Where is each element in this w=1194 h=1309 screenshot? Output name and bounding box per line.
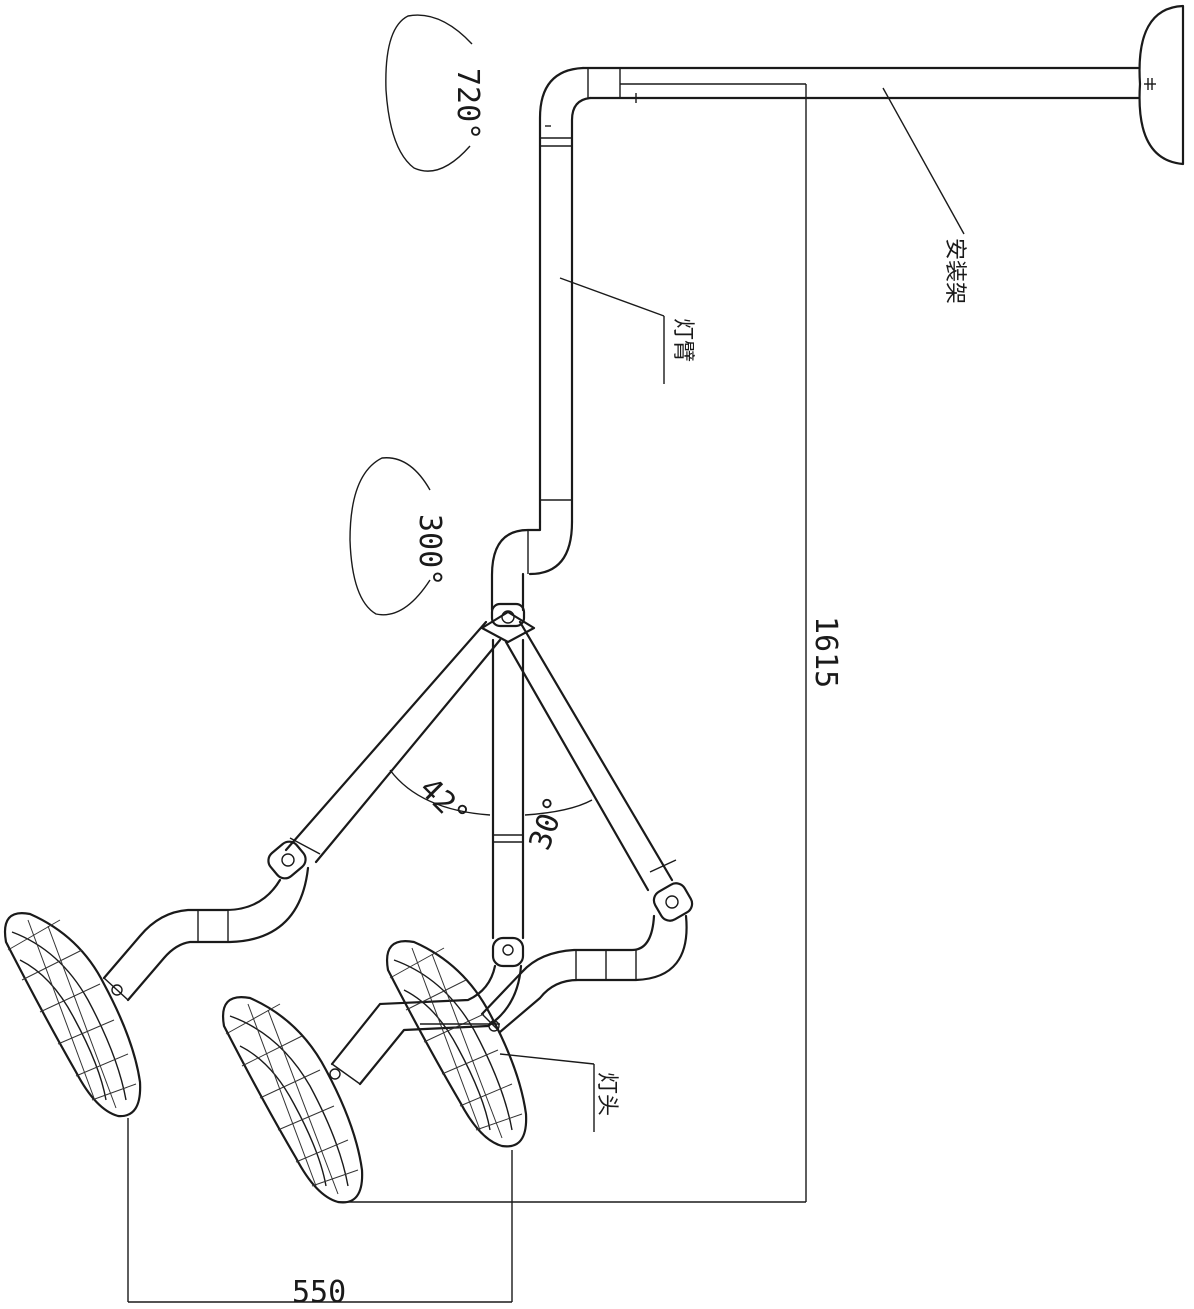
center-arm [329,638,525,1086]
horizontal-tube [581,66,1140,103]
leader-lines [499,87,965,1132]
lamp-head-right [385,940,528,1148]
dimension-spread [127,1118,513,1303]
angle-arc-right [524,799,593,816]
lamp-head-middle [221,996,364,1204]
rotation-arc-top [385,14,473,172]
angle-label-left: 42° [412,771,475,834]
dimension-label-spread: 550 [292,1275,346,1309]
lamp-arm [490,66,592,612]
right-arm [480,620,694,1034]
rotation-label-top: 720° [450,68,485,140]
angle-label-right: 30° [523,792,574,855]
angle-arc-left [389,769,491,816]
ceiling-mount [1138,4,1185,166]
left-arm [102,620,502,1002]
central-joint [480,602,536,644]
dimension-height [340,83,807,1203]
rotation-label-middle: 300° [412,514,447,586]
lamp-head-left [3,912,142,1118]
head-label: 灯头 [594,1072,619,1116]
arm-label: 灯臂 [670,318,695,362]
dimension-label-height: 1615 [808,616,843,688]
mount-label: 安装架 [942,238,967,304]
rotation-arc-middle [349,457,431,616]
